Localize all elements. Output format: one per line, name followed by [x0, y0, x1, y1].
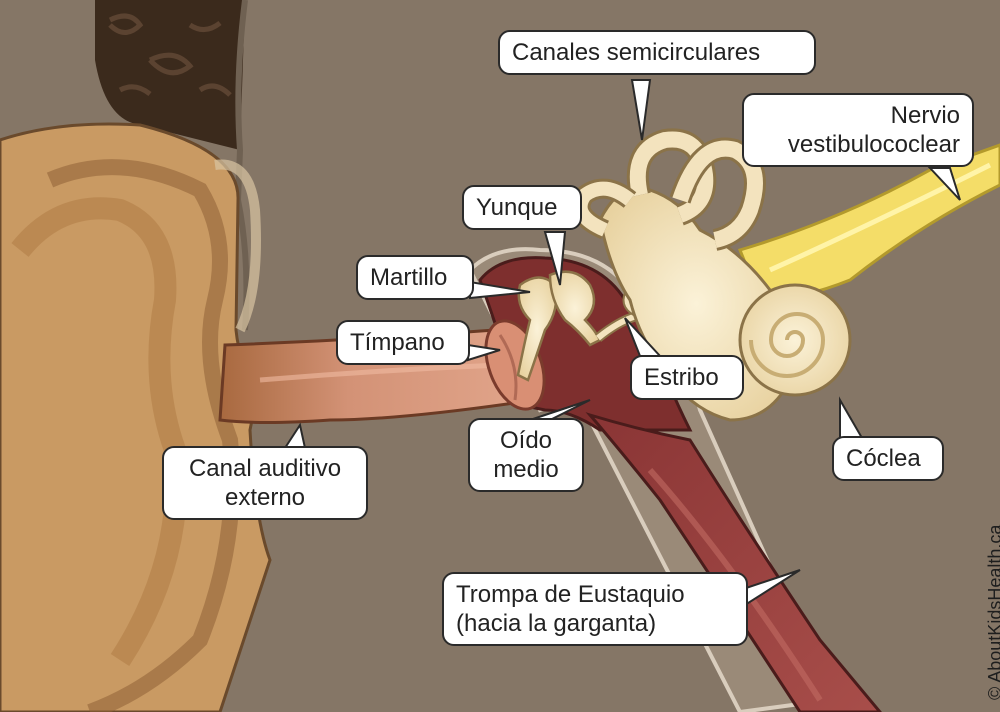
label-cochlea: Cóclea — [832, 436, 944, 481]
label-middle-ear-line-2: medio — [493, 456, 559, 483]
head-contour — [234, 0, 250, 331]
label-eustachian-line-2: (hacia la garganta) — [456, 610, 657, 637]
credit-text: © AboutKidsHealth.ca — [985, 524, 1000, 700]
label-eustachian-tube: Trompa de Eustaquio (hacia la garganta) — [442, 572, 748, 646]
label-incus: Yunque — [462, 185, 582, 230]
canal-highlight — [259, 362, 501, 383]
eardrum-detail — [498, 334, 518, 401]
cochlea — [738, 283, 852, 397]
pinna-inner-fold — [11, 197, 188, 666]
incus — [548, 270, 602, 347]
nerve-highlight — [768, 162, 992, 273]
label-cochlea-text: Cóclea — [846, 445, 921, 472]
callout-pointers — [283, 79, 961, 607]
skin-section — [214, 159, 261, 333]
label-middle-ear-line-1: Oído — [499, 427, 553, 454]
label-middle-ear: Oído medio — [468, 418, 584, 492]
label-nerve-line-2: vestibulococlear — [787, 131, 960, 158]
label-incus-text: Yunque — [476, 194, 558, 221]
label-nerve-line-1: Nervio — [890, 102, 960, 129]
label-semicircular-canals-text: Canales semicirculares — [512, 39, 761, 66]
label-ear-canal-line-2: externo — [224, 484, 306, 511]
label-eardrum: Tímpano — [336, 320, 470, 365]
pointer-incus — [543, 231, 567, 286]
label-vestibulocochlear-nerve: Nervio vestibulococlear — [742, 93, 974, 167]
cochlea-spiral — [749, 312, 826, 378]
label-semicircular-canals: Canales semicirculares — [498, 30, 816, 75]
pointer-semicircular-canals — [630, 79, 652, 141]
label-ear-canal-line-1: Canal auditivo — [188, 455, 342, 482]
pinna-fold — [46, 159, 240, 712]
pointer-nerve — [927, 167, 961, 201]
label-eardrum-text: Tímpano — [350, 329, 445, 356]
label-ear-canal: Canal auditivo externo — [162, 446, 368, 520]
label-stapes-text: Estribo — [644, 364, 719, 391]
label-malleus-text: Martillo — [370, 264, 448, 291]
label-eustachian-line-1: Trompa de Eustaquio — [456, 581, 685, 608]
semicircular-canal-1 — [629, 131, 714, 223]
label-stapes: Estribo — [630, 355, 744, 400]
label-malleus: Martillo — [356, 255, 474, 300]
hair-texture — [108, 13, 232, 97]
eustachian-tube — [585, 412, 882, 712]
semicircular-canal-3 — [573, 181, 635, 237]
